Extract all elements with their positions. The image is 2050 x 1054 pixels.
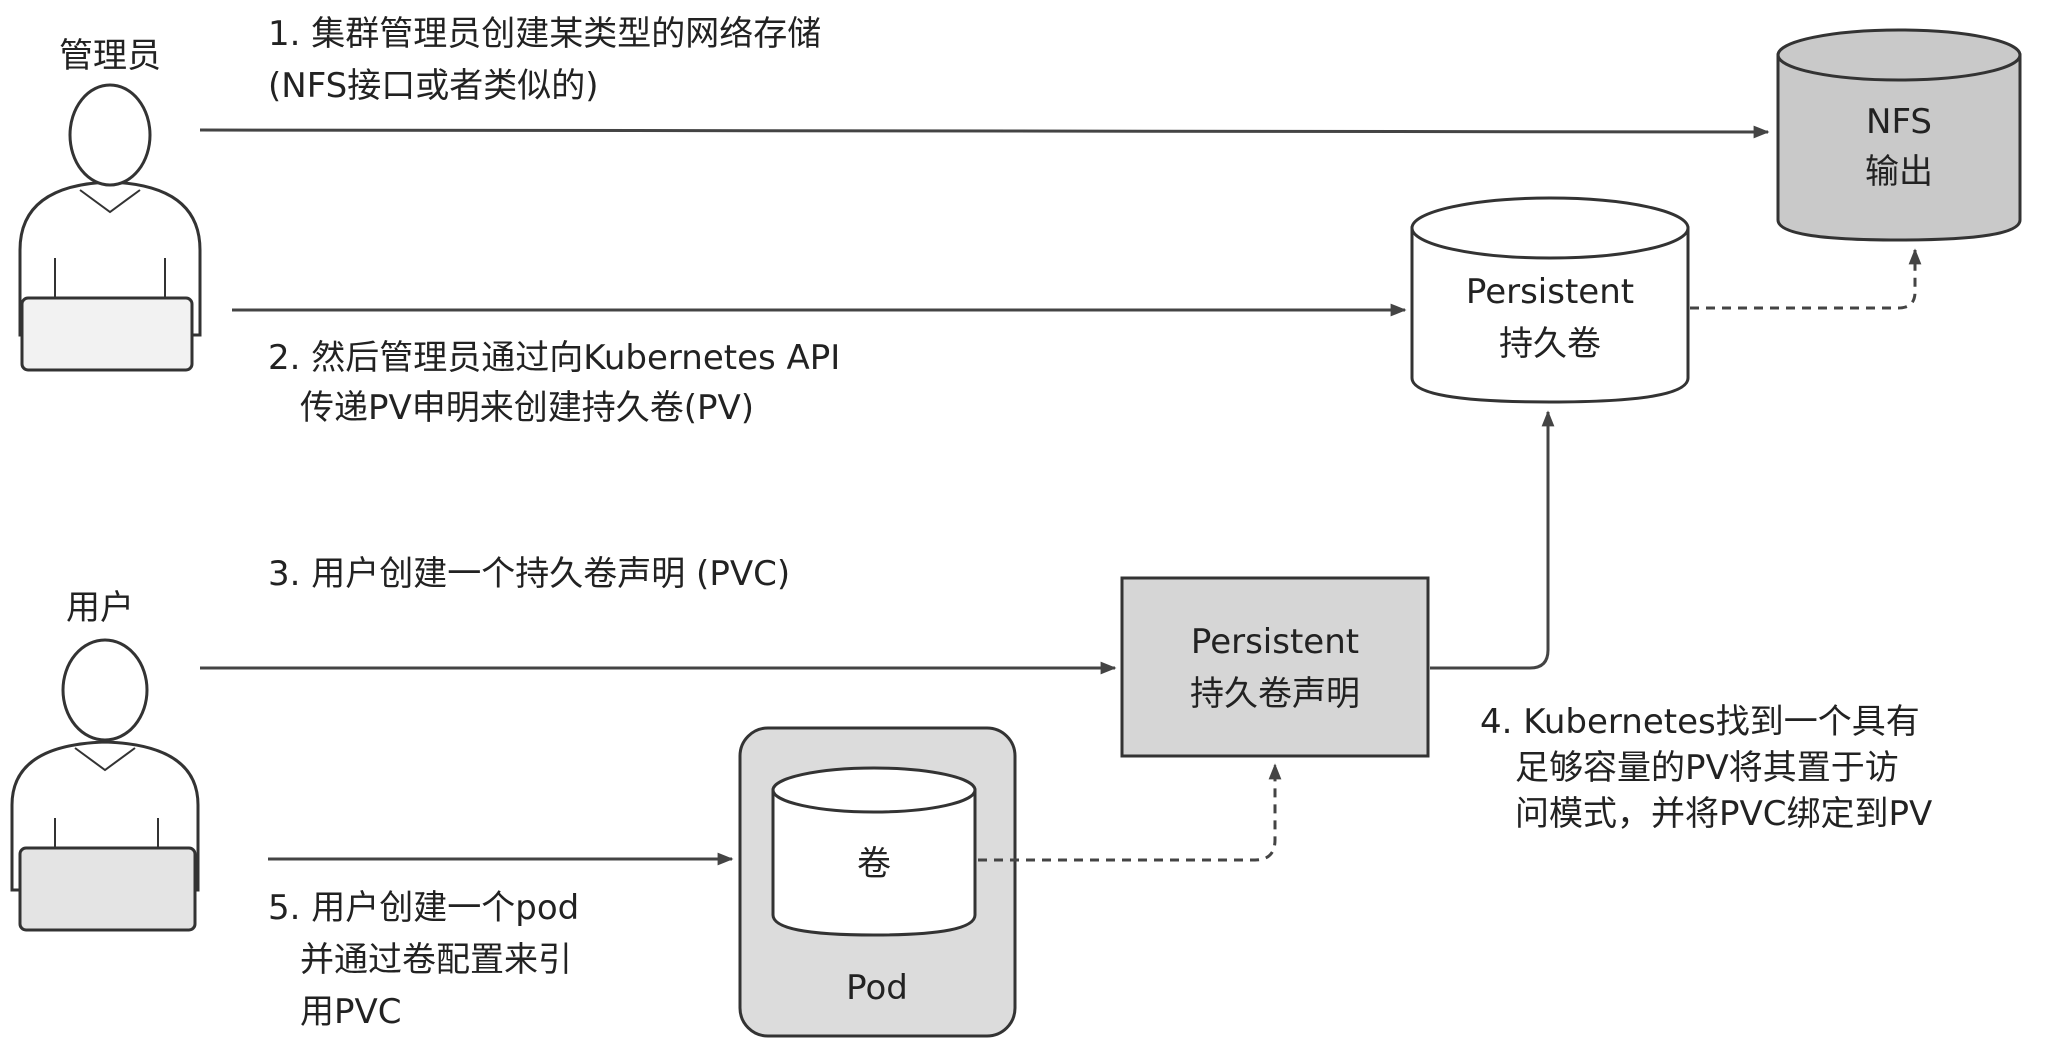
nfs-label-line2: 输出 bbox=[1865, 152, 1933, 192]
pv-label-line1: Persistent bbox=[1465, 272, 1635, 312]
nfs-cylinder-top bbox=[1776, 28, 2022, 82]
step5-line3: 用PVC bbox=[300, 992, 402, 1032]
admin-figure bbox=[18, 83, 202, 372]
pv-volume bbox=[1410, 196, 1690, 404]
user-label: 用户 bbox=[66, 588, 134, 628]
arrow-pvc-to-pv bbox=[1430, 410, 1555, 670]
admin-arms bbox=[54, 258, 166, 298]
admin-head bbox=[68, 83, 152, 187]
arrow-step1 bbox=[199, 125, 1770, 139]
pv-cylinder-top bbox=[1410, 196, 1690, 260]
step4-line2: 足够容量的PV将其置于访 bbox=[1515, 748, 1899, 788]
user-head bbox=[61, 638, 149, 742]
nfs-storage bbox=[1776, 28, 2022, 242]
step1-line1: 1. 集群管理员创建某类型的网络存储 bbox=[268, 14, 822, 54]
pod-label: Pod bbox=[846, 968, 908, 1008]
dashed-links bbox=[978, 248, 1922, 862]
pod-volume-label: 卷 bbox=[857, 844, 891, 884]
dashed-pod-to-pvc bbox=[978, 763, 1282, 862]
nfs-label-line1: NFS bbox=[1866, 102, 1932, 142]
user-laptop bbox=[18, 846, 197, 932]
step1-line2: (NFS接口或者类似的) bbox=[268, 66, 599, 106]
admin-laptop bbox=[20, 296, 194, 372]
pvc-label-line2: 持久卷声明 bbox=[1190, 674, 1360, 714]
pod-volume-cylinder bbox=[771, 766, 977, 937]
pvc-box bbox=[1120, 576, 1430, 758]
step4-line3: 问模式，并将PVC绑定到PV bbox=[1515, 794, 1933, 834]
pv-cylinder-body bbox=[1410, 226, 1690, 404]
nfs-cylinder-body bbox=[1776, 53, 2022, 242]
step4-line1: 4. Kubernetes找到一个具有 bbox=[1480, 702, 1920, 742]
step5-line1: 5. 用户创建一个pod bbox=[268, 888, 580, 928]
step2-line2: 传递PV申明来创建持久卷(PV) bbox=[300, 388, 755, 428]
user-figure bbox=[10, 638, 200, 932]
step2-line1: 2. 然后管理员通过向Kubernetes API bbox=[268, 338, 841, 378]
step3-line1: 3. 用户创建一个持久卷声明 (PVC) bbox=[268, 554, 791, 594]
user-collar bbox=[74, 747, 136, 772]
dashed-pv-to-nfs bbox=[1690, 248, 1922, 310]
admin-label: 管理员 bbox=[59, 36, 161, 76]
arrows bbox=[199, 125, 1770, 866]
pv-label-line2: 持久卷 bbox=[1499, 324, 1601, 364]
admin-collar bbox=[79, 189, 141, 214]
step5-line2: 并通过卷配置来引 bbox=[300, 940, 572, 980]
user-arms bbox=[54, 818, 159, 848]
pvc-label-line1: Persistent bbox=[1190, 622, 1360, 662]
